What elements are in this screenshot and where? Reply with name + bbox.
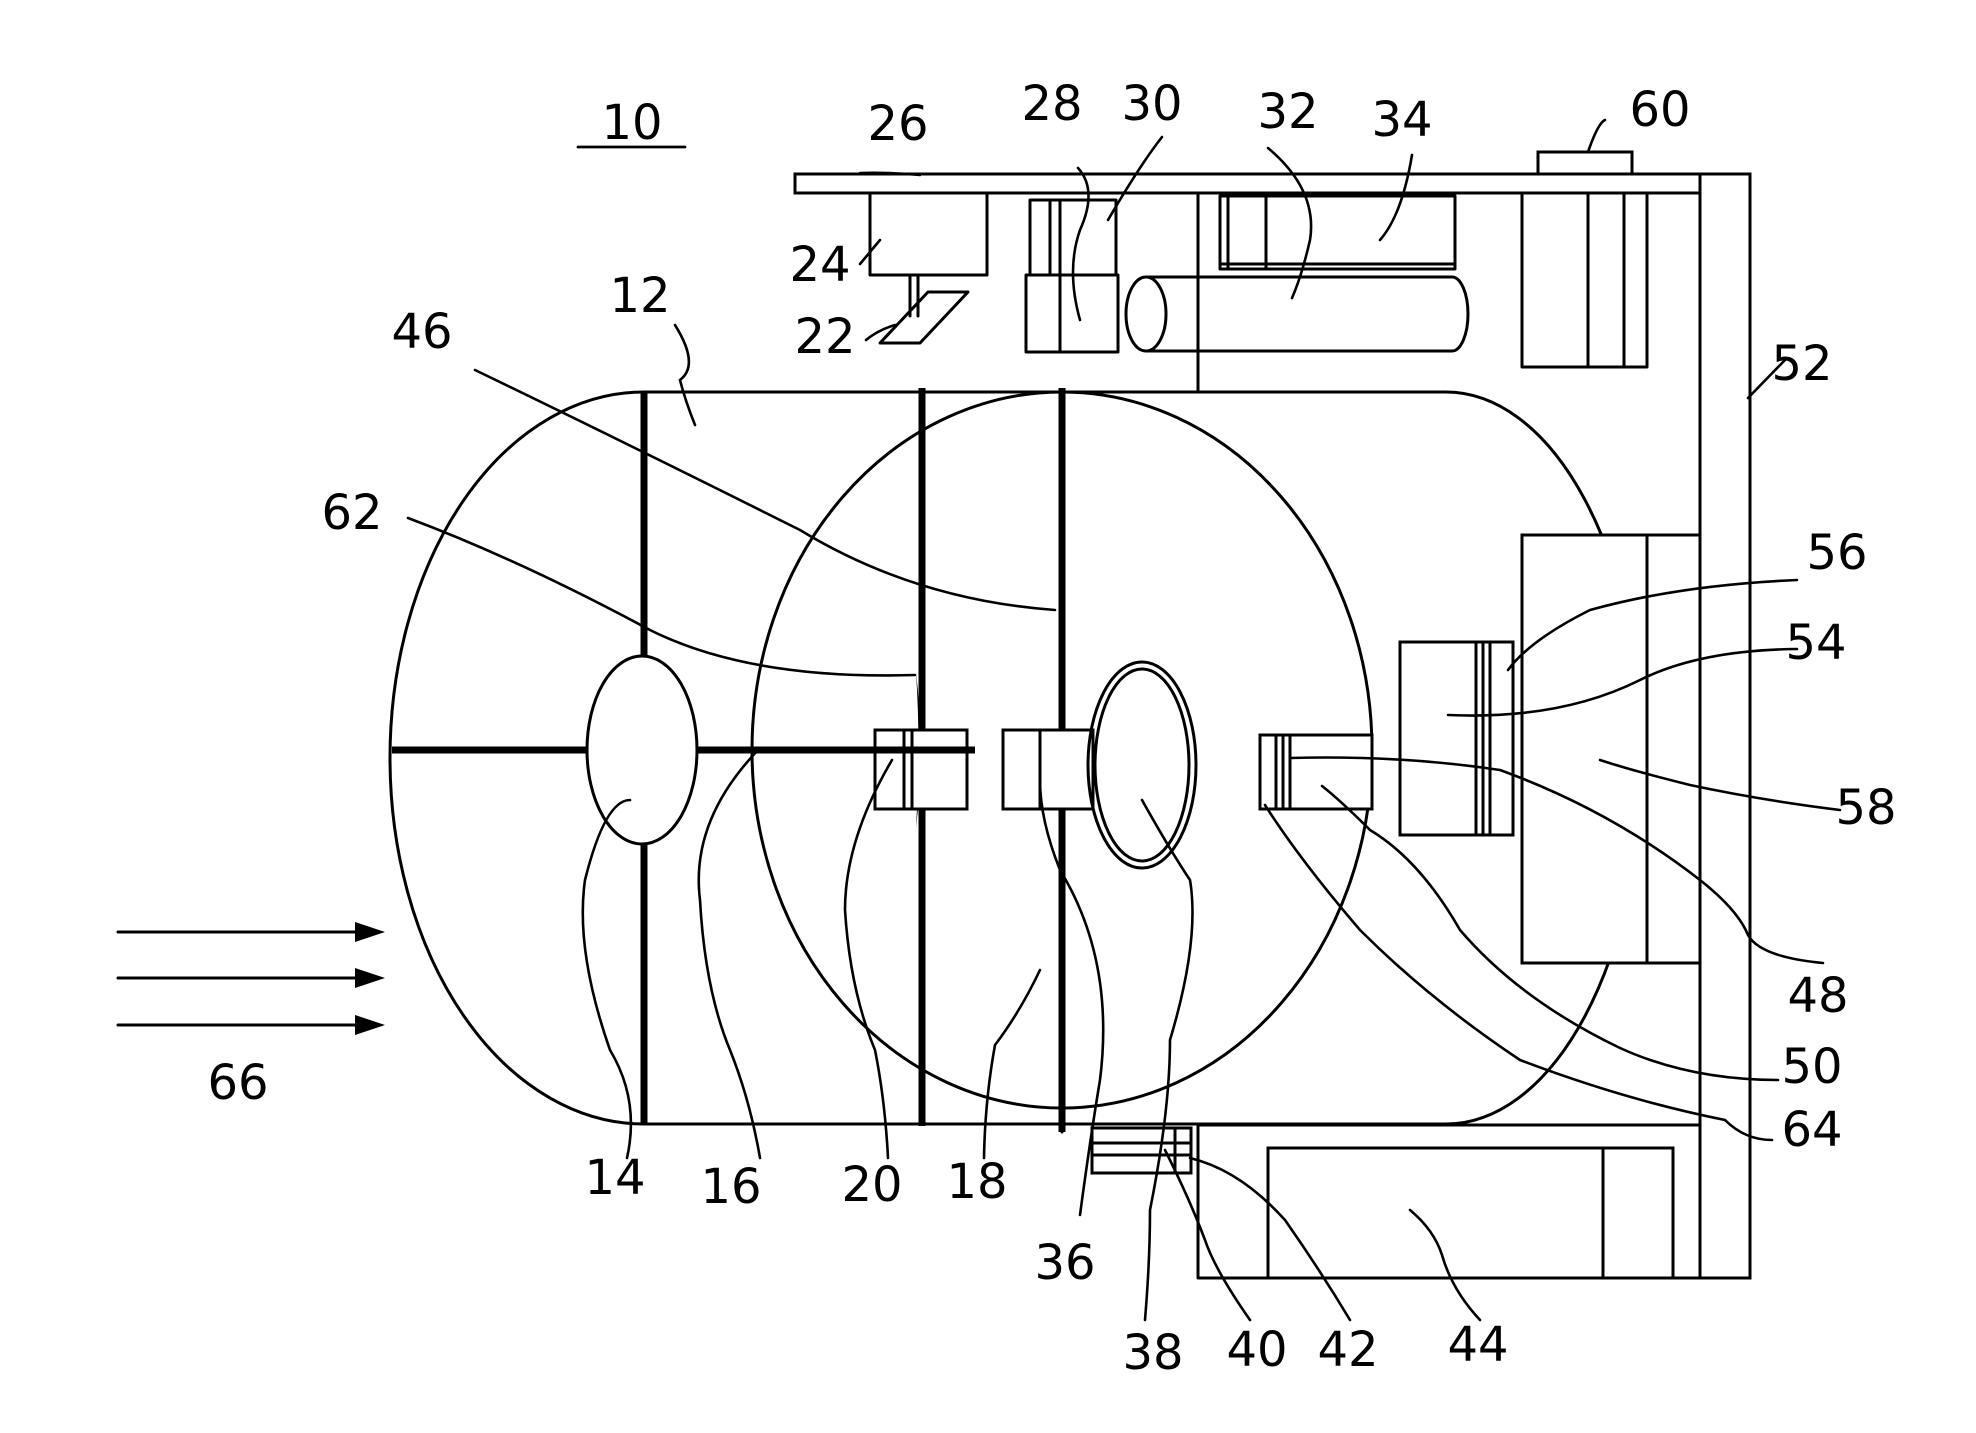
- ref-label-48: 48: [1787, 968, 1848, 1024]
- ref-label-38: 38: [1122, 1325, 1183, 1381]
- top-components: [870, 193, 1647, 367]
- block-18: [1003, 730, 1093, 809]
- ref-label-30: 30: [1121, 76, 1182, 132]
- ref-label-64: 64: [1781, 1102, 1842, 1158]
- ref-label-40: 40: [1226, 1322, 1287, 1378]
- ref-label-18: 18: [946, 1154, 1007, 1210]
- ref-label-46: 46: [391, 304, 452, 360]
- ring-38: [1088, 662, 1196, 868]
- ref-label-58: 58: [1835, 780, 1896, 836]
- ref-label-42: 42: [1317, 1322, 1378, 1378]
- rotor-assembly: [390, 388, 1700, 1278]
- ref-label-54: 54: [1785, 615, 1846, 671]
- component-box-24: [870, 193, 987, 275]
- component-box-28: [1026, 275, 1118, 352]
- ref-label-62: 62: [321, 485, 382, 541]
- ref-label-32: 32: [1257, 84, 1318, 140]
- top-plate: [795, 174, 1700, 193]
- ref-label-12: 12: [609, 268, 670, 324]
- component-box-34: [1220, 196, 1455, 269]
- hub: [587, 656, 697, 844]
- ref-label-50: 50: [1781, 1039, 1842, 1095]
- block-20: [875, 730, 967, 809]
- top-connector-block: [1538, 152, 1632, 174]
- box-56: [1400, 642, 1513, 835]
- plate-22: [880, 292, 968, 343]
- ref-label-28: 28: [1021, 76, 1082, 132]
- ref-label-34: 34: [1371, 92, 1432, 148]
- ref-label-16: 16: [700, 1159, 761, 1215]
- ref-label-36: 36: [1034, 1235, 1095, 1291]
- ref-label-22: 22: [794, 309, 855, 365]
- box-58: [1522, 535, 1700, 963]
- ref-label-24: 24: [789, 237, 850, 293]
- ref-label-44: 44: [1447, 1317, 1508, 1373]
- component-box-60: [1522, 193, 1647, 367]
- right-wall: [1700, 174, 1750, 1278]
- ref-label-60: 60: [1629, 82, 1690, 138]
- ref-label-52: 52: [1771, 336, 1832, 392]
- ref-label-10: 10: [601, 95, 662, 151]
- ref-label-26: 26: [867, 96, 928, 152]
- ref-label-66: 66: [207, 1055, 268, 1111]
- cylinder-32: [1146, 277, 1468, 351]
- airflow-arrows: [118, 922, 385, 1035]
- ref-label-20: 20: [841, 1157, 902, 1213]
- ref-label-14: 14: [584, 1150, 645, 1206]
- box-44: [1268, 1148, 1673, 1278]
- ref-label-56: 56: [1806, 525, 1867, 581]
